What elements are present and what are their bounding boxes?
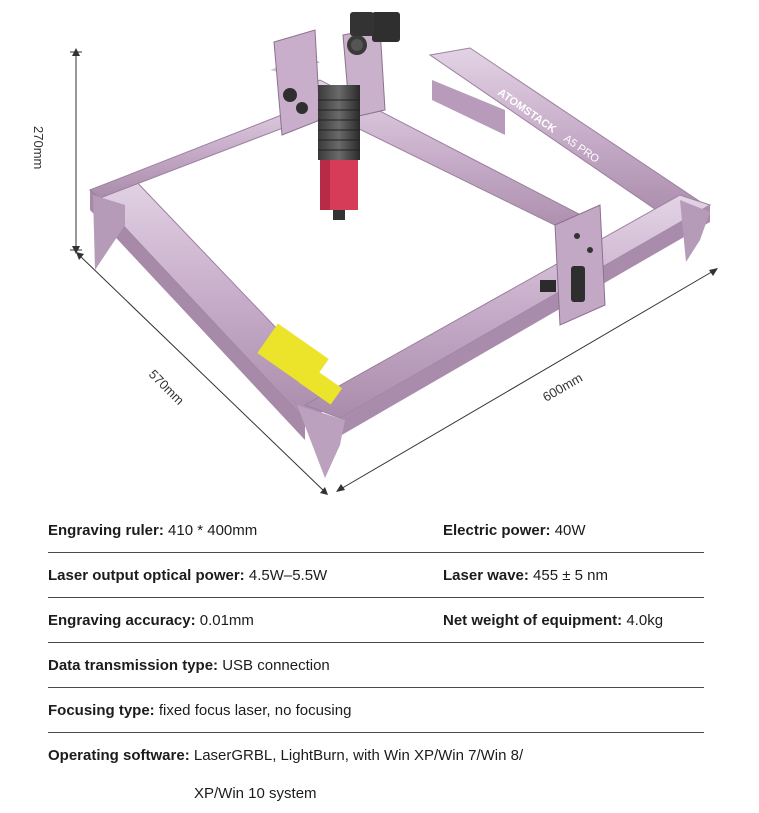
spec-row: Focusing type: fixed focus laser, no foc… — [48, 688, 704, 733]
spec-row: Operating software: LaserGRBL, LightBurn… — [48, 733, 704, 813]
dimension-arrowheads — [72, 48, 718, 495]
spec-table: Engraving ruler: 410 * 400mm Electric po… — [48, 508, 704, 813]
width-dimension-label: 600mm — [540, 370, 585, 405]
spec-data-transmission: Data transmission type: USB connection — [48, 657, 330, 674]
spec-laser-wave: Laser wave: 455 ± 5 nm — [443, 567, 608, 584]
spec-operating-software: Operating software: LaserGRBL, LightBurn… — [48, 747, 524, 764]
engraver-frame — [89, 12, 712, 478]
laser-engraver-illustration: 270mm 570mm 600mm — [31, 12, 718, 495]
spec-electric-power: Electric power: 40W — [443, 522, 586, 539]
spec-focusing-type: Focusing type: fixed focus laser, no foc… — [48, 702, 352, 719]
spec-engraving-ruler: Engraving ruler: 410 * 400mm — [48, 522, 258, 539]
spec-row: Engraving accuracy: 0.01mm Net weight of… — [48, 598, 704, 643]
spec-net-weight: Net weight of equipment: 4.0kg — [443, 612, 664, 629]
spec-engraving-accuracy: Engraving accuracy: 0.01mm — [48, 612, 254, 629]
dimension-lines — [70, 51, 716, 493]
spec-operating-software-line2: XP/Win 10 system — [194, 785, 317, 802]
spec-row: Engraving ruler: 410 * 400mm Electric po… — [48, 508, 704, 553]
spec-laser-output-power: Laser output optical power: 4.5W–5.5W — [48, 567, 328, 584]
spec-row: Data transmission type: USB connection — [48, 643, 704, 688]
height-dimension-label: 270mm — [31, 126, 46, 169]
spec-row: Laser output optical power: 4.5W–5.5W La… — [48, 553, 704, 598]
depth-dimension-label: 570mm — [146, 367, 187, 408]
